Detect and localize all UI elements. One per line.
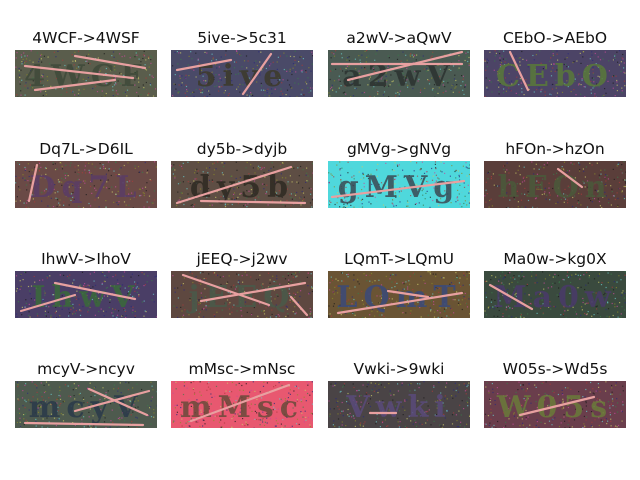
noise-line — [330, 179, 466, 199]
captcha-noise-image: hFOn — [484, 161, 626, 208]
captcha-background — [484, 161, 626, 208]
noise-line — [488, 283, 534, 311]
captcha-noise-image: CEbO — [484, 50, 626, 97]
captcha-image: W05s — [484, 381, 626, 428]
noise-line — [336, 291, 464, 315]
noise-line — [556, 167, 584, 189]
captcha-image: a2wV — [328, 50, 470, 97]
captcha-noise-image: W05s — [484, 381, 626, 428]
panel-label: gMVg->gNVg — [346, 140, 452, 158]
captcha-glyphs: hFOn — [497, 170, 612, 205]
noise-line — [23, 421, 145, 427]
noise-line — [289, 295, 309, 317]
captcha-background — [171, 161, 313, 208]
captcha-noise-image: IhwV — [15, 271, 157, 318]
noise-line — [33, 78, 117, 92]
panel-label: Vwki->9wki — [353, 360, 445, 378]
captcha-noise-image: Ma0w — [484, 271, 626, 318]
captcha-image: 4WCF — [15, 50, 157, 97]
captcha-noise-image: Vwki — [328, 381, 470, 428]
captcha-background — [328, 50, 470, 97]
captcha-background — [484, 50, 626, 97]
panel-label: a2wV->aQwV — [346, 29, 452, 47]
captcha-image: Vwki — [328, 381, 470, 428]
panel-label: mcyV->ncyv — [37, 360, 135, 378]
captcha-background — [171, 50, 313, 97]
captcha-noise-image: Dq7L — [15, 161, 157, 208]
captcha-image: hFOn — [484, 161, 626, 208]
noise-line — [175, 165, 293, 205]
panel-label: hFOn->hzOn — [505, 140, 605, 158]
panel-label: W05s->Wd5s — [502, 360, 608, 378]
noise-line — [175, 58, 233, 72]
captcha-noise-image: a2wV — [328, 50, 470, 97]
panel-label: jEEQ->j2wv — [196, 250, 288, 268]
noise-line — [199, 199, 307, 205]
captcha-image: jEEQ — [171, 271, 313, 318]
noise-line — [73, 389, 151, 413]
noise-line — [87, 387, 149, 417]
captcha-noise-image: mcyV — [15, 381, 157, 428]
panel-label: Ma0w->kg0X — [503, 250, 607, 268]
noise-line — [53, 281, 137, 301]
noise-line — [386, 289, 430, 299]
captcha-image: CEbO — [484, 50, 626, 97]
noise-line — [518, 395, 596, 417]
captcha-glyphs: Dq7L — [30, 170, 143, 205]
captcha-image: Ma0w — [484, 271, 626, 318]
panel-label: Dq7L->D6IL — [39, 140, 133, 158]
panel-label: LQmT->LQmU — [344, 250, 454, 268]
noise-line — [181, 273, 271, 307]
noise-line — [73, 54, 147, 70]
captcha-image: gMVg — [328, 161, 470, 208]
captcha-glyphs: jEEQ — [186, 280, 296, 315]
captcha-glyphs: Vwki — [345, 390, 451, 425]
captcha-glyphs: CEbO — [496, 59, 614, 94]
noise-line — [189, 383, 291, 423]
noise-line — [19, 293, 77, 313]
captcha-noise-image: gMVg — [328, 161, 470, 208]
captcha-noise-image: jEEQ — [171, 271, 313, 318]
captcha-image: dy5b — [171, 161, 313, 208]
panel-label: 4WCF->4WSF — [32, 29, 140, 47]
noise-line — [27, 163, 39, 203]
captcha-image: 5ive — [171, 50, 313, 97]
captcha-noise-image: 4WCF — [15, 50, 157, 97]
captcha-glyphs: dy5b — [190, 170, 294, 205]
captcha-image: Dq7L — [15, 161, 157, 208]
noise-line — [241, 52, 273, 96]
panel-label: 5ive->5c31 — [197, 29, 287, 47]
panel-label: dy5b->dyjb — [196, 140, 288, 158]
captcha-noise-image: mMsc — [171, 381, 313, 428]
captcha-background — [484, 381, 626, 428]
captcha-image: mcyV — [15, 381, 157, 428]
captcha-image: mMsc — [171, 381, 313, 428]
noise-line — [346, 50, 464, 82]
captcha-glyphs: mcyV — [29, 390, 144, 425]
noise-line — [508, 50, 530, 92]
captcha-glyphs: IhwV — [32, 280, 141, 315]
captcha-noise-image: 5ive — [171, 50, 313, 97]
captcha-background — [328, 381, 470, 428]
captcha-image: LQmT — [328, 271, 470, 318]
panel-label: IhwV->IhoV — [41, 250, 131, 268]
panel-label: CEbO->AEbO — [502, 29, 608, 47]
captcha-noise-image: LQmT — [328, 271, 470, 318]
captcha-glyphs: gMVg — [338, 170, 460, 205]
panel-label: mMsc->mNsc — [188, 360, 296, 378]
captcha-noise-image: dy5b — [171, 161, 313, 208]
noise-line — [199, 281, 307, 303]
noise-line — [23, 64, 135, 80]
captcha-glyphs: mMsc — [180, 390, 304, 425]
captcha-image: IhwV — [15, 271, 157, 318]
